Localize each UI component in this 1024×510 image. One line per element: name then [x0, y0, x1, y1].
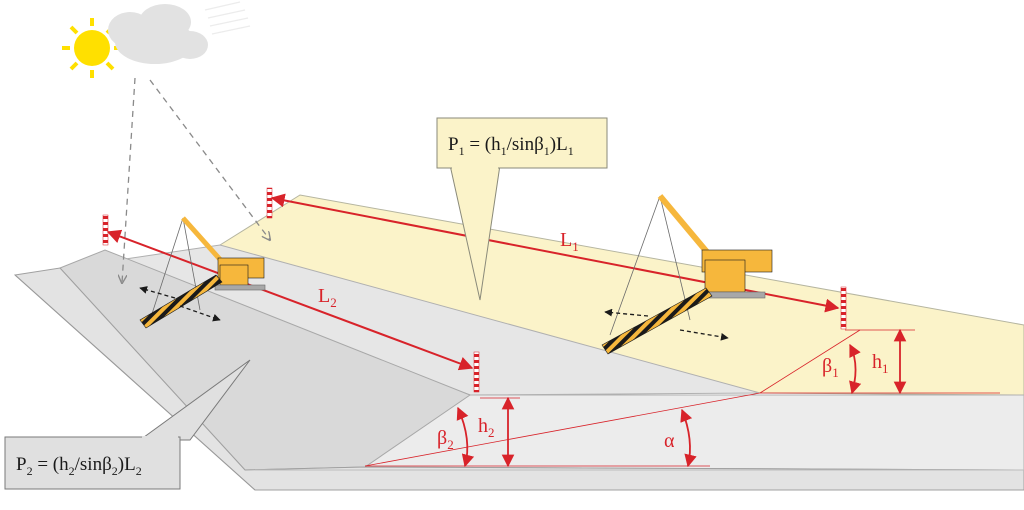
survey-pole-upper-right	[840, 286, 847, 330]
light-ray-left	[122, 77, 136, 283]
callout-p1: P1 = (h1/sinβ1)L1	[436, 117, 608, 301]
angle-beta2-arc	[456, 406, 475, 468]
p2-formula-label: P2 = (h2/sinβ2)L2	[16, 454, 142, 478]
survey-pole-upper-left	[266, 187, 273, 219]
alpha-label: α	[664, 430, 675, 452]
beta1-label: β1	[822, 355, 839, 380]
light-ray-right	[149, 79, 270, 240]
survey-pole-lower-left	[102, 214, 109, 246]
callout-p2: P2 = (h2/sinβ2)L2	[4, 359, 251, 490]
sun-icon	[62, 18, 122, 78]
h2-label: h2	[478, 415, 495, 440]
p1-formula-label: P1 = (h1/sinβ1)L1	[448, 134, 574, 158]
cloud-icon	[108, 1, 251, 64]
L1-label: L1	[560, 229, 579, 254]
angle-alpha-arc	[680, 408, 697, 468]
angle-beta1-arc	[849, 343, 862, 395]
dimension-L2-line	[106, 229, 474, 371]
excavator-left	[139, 216, 266, 329]
excavator-right	[601, 194, 773, 355]
survey-pole-lower-right	[473, 351, 480, 393]
L2-label: L2	[318, 285, 337, 310]
beta2-label: β2	[437, 427, 454, 452]
lowest-bench-surface	[13, 267, 1024, 491]
h1-label: h1	[872, 351, 889, 376]
